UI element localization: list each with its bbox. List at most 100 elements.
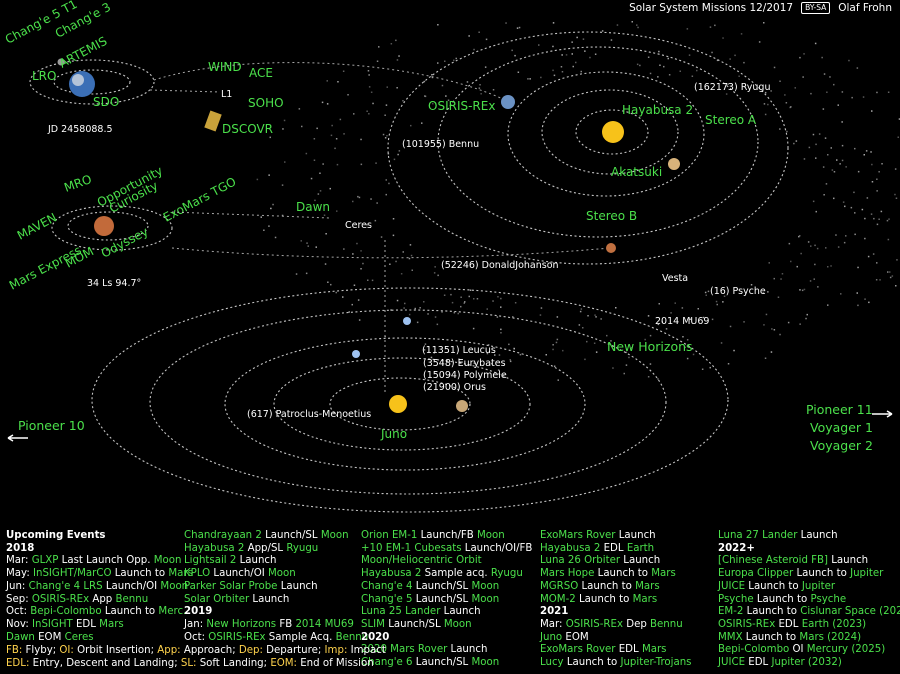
- asteroid-dot: [442, 85, 444, 87]
- event-year: 2021: [540, 606, 720, 619]
- asteroid-dot: [657, 378, 659, 380]
- asteroid-dot: [888, 218, 890, 220]
- asteroid-dot: [819, 133, 821, 135]
- event-month: Oct:: [6, 606, 30, 617]
- asteroid-dot: [572, 53, 574, 55]
- asteroid-dot: [606, 335, 608, 337]
- event-mission: ExoMars Rover: [540, 530, 619, 541]
- asteroid-dot: [386, 104, 388, 106]
- asteroid-dot: [680, 71, 682, 73]
- events-column-4: ExoMars Rover Launch Hayabusa 2 EDL Eart…: [540, 530, 720, 670]
- asteroid-dot: [793, 143, 795, 145]
- label-pioneer-10: Pioneer 10: [18, 418, 85, 433]
- asteroid-dot: [602, 30, 604, 32]
- asteroid-dot: [734, 55, 736, 57]
- asteroid-dot: [360, 250, 362, 252]
- asteroid-dot: [579, 324, 581, 326]
- asteroid-dot: [478, 32, 480, 34]
- earth-l1-link: [150, 90, 220, 92]
- asteroid-dot: [832, 169, 834, 171]
- asteroid-dot: [359, 197, 361, 199]
- asteroid-dot: [404, 303, 406, 305]
- page-title: Solar System Missions 12/2017: [629, 2, 793, 14]
- abbrev-legend-2: EDL: Entry, Descent and Landing; SL: Sof…: [6, 658, 366, 671]
- asteroid-dot: [394, 159, 396, 161]
- event-mission: Luna 25 Lander: [361, 606, 444, 617]
- asteroid-dot: [639, 65, 641, 67]
- asteroid-dot: [450, 294, 452, 296]
- event-row: Psyche Launch to Psyche: [718, 594, 898, 607]
- event-target: Mars: [651, 568, 676, 579]
- event-action: Sample Acq.: [269, 632, 336, 643]
- asteroid-dot: [796, 140, 798, 142]
- label-donaldjohanson: (52246) DonaldJohanson: [441, 260, 559, 271]
- asteroid-dot: [508, 344, 510, 346]
- asteroid-dot: [397, 59, 399, 61]
- event-mission: Chang'e 4 LRS: [29, 581, 106, 592]
- label-patroclus: (617) Patroclus-Menoetius: [247, 409, 371, 420]
- asteroid-dot: [615, 307, 617, 309]
- asteroid-dot: [337, 81, 339, 83]
- legend-abbrev: Imp:: [325, 645, 348, 656]
- asteroid-dot: [815, 144, 817, 146]
- asteroid-dot: [261, 216, 263, 218]
- asteroid-dot: [898, 137, 900, 139]
- event-target: Jupiter: [802, 581, 835, 592]
- asteroid-dot: [552, 46, 554, 48]
- events-title: Upcoming Events: [6, 530, 186, 543]
- asteroid-dot: [517, 27, 519, 29]
- event-action: Launch to: [796, 568, 850, 579]
- label-akatsuki: Akatsuki: [611, 165, 662, 179]
- asteroid-dot: [514, 55, 516, 57]
- asteroid-dot: [765, 358, 767, 360]
- asteroid-dot: [437, 62, 439, 64]
- label-maven: MAVEN: [15, 210, 59, 242]
- event-action: Launch/FB: [421, 530, 477, 541]
- asteroid-dot: [826, 183, 828, 185]
- asteroid-dot: [864, 238, 866, 240]
- asteroid-dot: [575, 62, 577, 64]
- asteroid-dot: [431, 74, 433, 76]
- asteroid-dot: [441, 311, 443, 313]
- event-mission: Juno: [540, 632, 565, 643]
- event-action: Launch/SL: [265, 530, 321, 541]
- asteroid-dot: [358, 299, 360, 301]
- asteroid-dot: [763, 22, 765, 24]
- label-leucus: (11351) Leucus: [422, 345, 496, 356]
- asteroid-dot: [340, 119, 342, 121]
- asteroid-dot: [368, 113, 370, 115]
- event-year: 2019: [184, 606, 364, 619]
- asteroid-dot: [804, 158, 806, 160]
- asteroid-dot: [393, 218, 395, 220]
- asteroid-dot: [895, 285, 897, 287]
- event-row: JUICE Launch to Jupiter: [718, 581, 898, 594]
- asteroid-dot: [797, 266, 799, 268]
- label-polymele: (15094) Polymele: [423, 370, 507, 381]
- event-target: Moon: [268, 568, 296, 579]
- asteroid-dot: [668, 58, 670, 60]
- asteroid-dot: [706, 295, 708, 297]
- asteroid-dot: [399, 150, 401, 152]
- asteroid-dot: [306, 153, 308, 155]
- legend-abbrev: Dep:: [239, 645, 263, 656]
- asteroid-dot: [581, 71, 583, 73]
- asteroid-dot: [415, 308, 417, 310]
- event-action: Launch: [623, 555, 660, 566]
- event-row: JUICE EDL Jupiter (2032): [718, 657, 898, 670]
- event-row: Sep: OSIRIS-REx App Bennu: [6, 594, 186, 607]
- label-juno: Juno: [380, 427, 407, 441]
- asteroid-dot: [324, 215, 326, 217]
- event-action: Dep: [626, 619, 650, 630]
- event-mission: Mars Hope: [540, 568, 598, 579]
- asteroid-dot: [658, 51, 660, 53]
- event-row: Luna 25 Lander Launch: [361, 606, 541, 619]
- asteroid-dot: [764, 103, 766, 105]
- event-row: Luna 27 Lander Launch: [718, 530, 898, 543]
- asteroid-dot: [648, 376, 650, 378]
- asteroid-dot: [825, 247, 827, 249]
- event-mission: Psyche: [718, 594, 757, 605]
- event-target: Moon/Heliocentric Orbit: [361, 555, 482, 566]
- asteroid-dot: [838, 246, 840, 248]
- event-target: Mars: [642, 644, 667, 655]
- asteroid-dot: [722, 301, 724, 303]
